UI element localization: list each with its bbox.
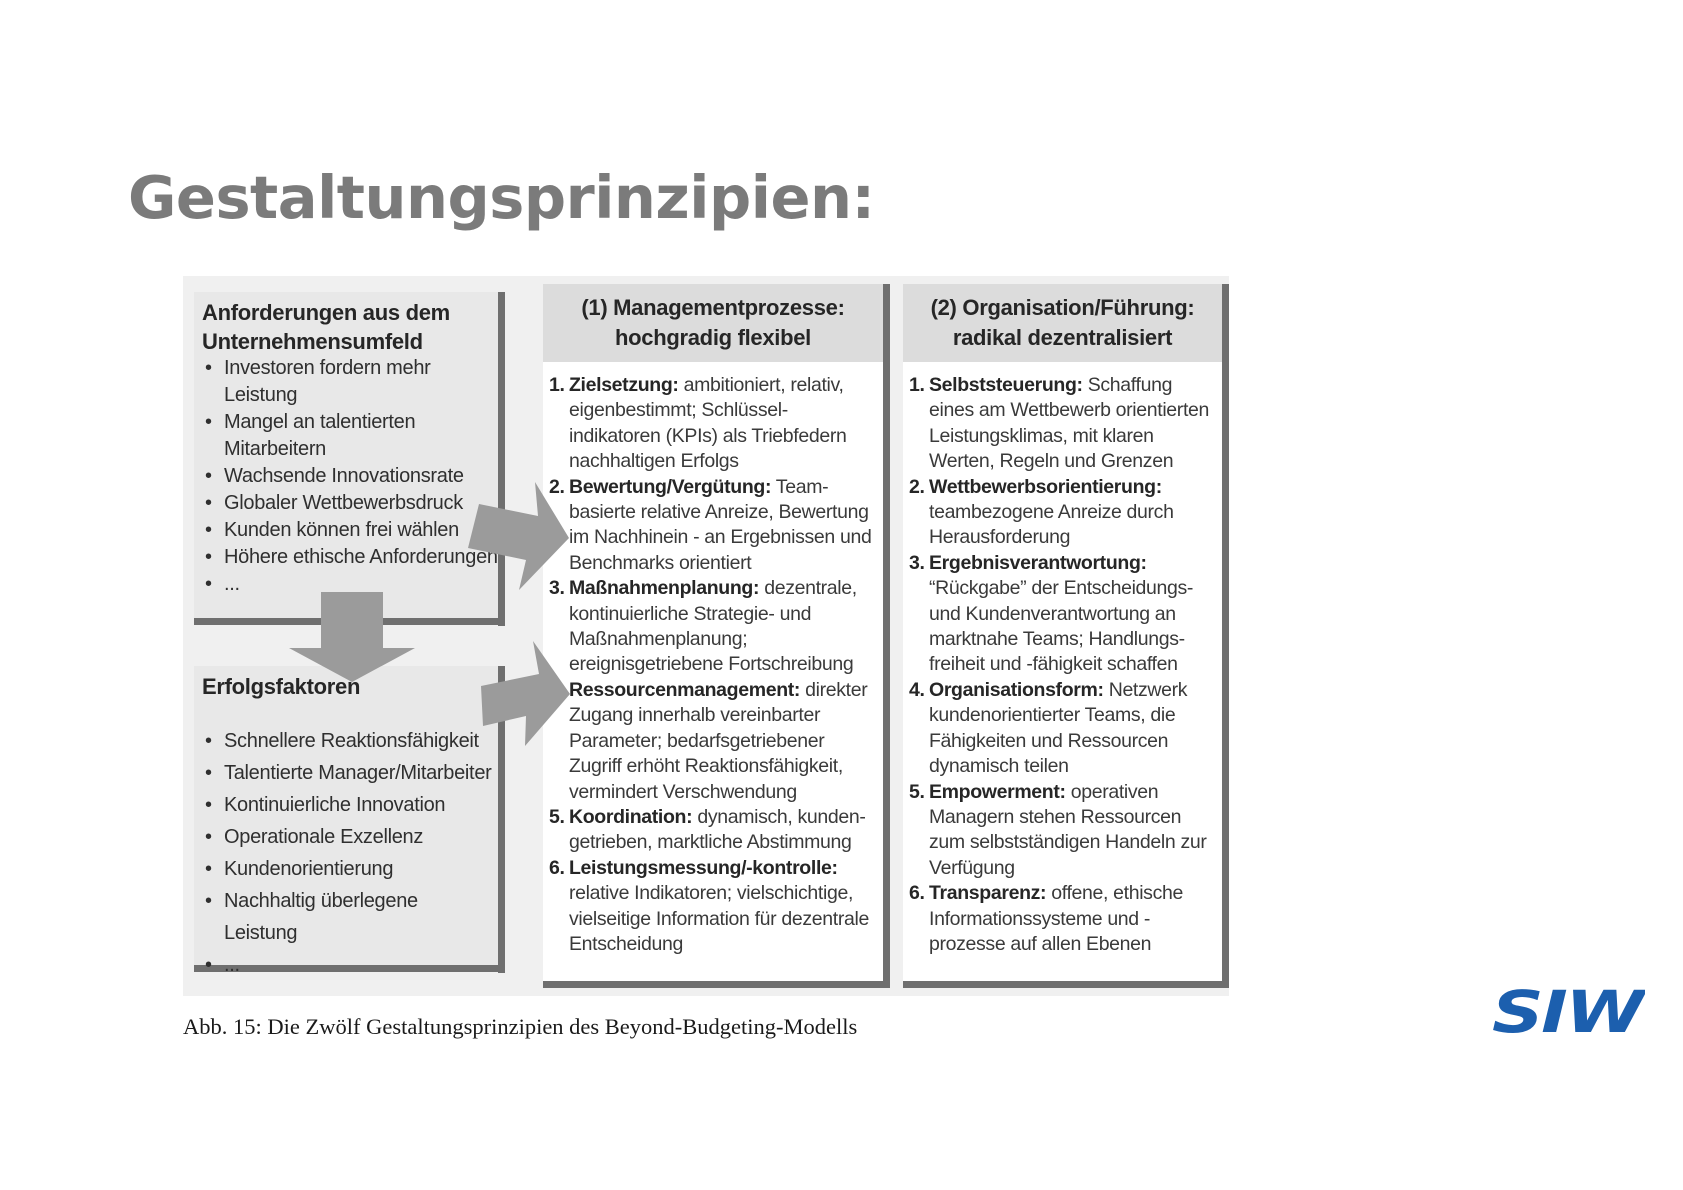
success-factors-box: Erfolgsfaktoren Schnellere Reaktionsfähi… [194,666,498,981]
item-keyword: Maßnahmenplanung: [569,577,760,600]
item-number: 1. [909,374,925,396]
item-text: “Rückgabe” der Entscheidungs- und Kunden… [929,577,1194,676]
box-shadow [883,284,890,988]
item-text: ambitioniert, relativ, eigenbestimmt; Sc… [569,374,847,473]
list-item: Nachhaltig überlegene Leistung [202,885,488,949]
item-number: 3. [549,577,565,600]
requirements-heading: Anforderungen aus dem Unternehmensumfeld [202,300,450,354]
beyond-budgeting-figure: Anforderungen aus dem Unternehmensumfeld… [183,276,1229,996]
item-keyword: Empowerment: [929,780,1066,803]
box-shadow [543,981,890,988]
success-factors-list: Schnellere Reaktionsfähigkeit Talentiert… [202,725,492,981]
organisation-box: (2) Organisation/Führung: radikal dezent… [903,284,1222,981]
requirements-list: Investoren fordern mehr Leistung Mangel … [202,355,498,598]
item-number: 3. [909,551,925,574]
list-item: Investoren fordern mehr Leistung [202,355,454,409]
item-number: 1. [549,374,565,396]
item-number: 4. [549,678,565,701]
requirements-box: Anforderungen aus dem Unternehmensumfeld… [194,292,498,618]
item-text: operativen Managern stehen Ressourcen zu… [929,780,1207,879]
item-text: dezentrale, kontinuierliche Strategie- u… [569,577,857,676]
heading-line: radikal dezentralisiert [952,325,1173,350]
item-keyword: Leistungsmessung/-kontrolle: [569,856,838,879]
item-keyword: Ressourcenmanagement: [569,678,801,701]
slide-title: Gestaltungsprinzipien: [128,163,875,232]
list-item: 2.Bewertung/Vergütung: Team-basierte rel… [549,475,875,577]
list-item: ... [202,949,488,981]
item-text: Team-basierte relative Anreize, Bewertun… [569,475,872,574]
list-item: 3.Maßnahmenplanung: dezentrale, kontinui… [549,576,875,678]
list-item: 5.Empowerment: operativen Managern stehe… [909,780,1218,882]
item-text: offene, ethische Informationssysteme und… [929,882,1183,955]
list-item: 5.Koordination: dynamisch, kunden-getrie… [549,805,875,856]
heading-line: (1) Managementprozesse: [581,295,845,320]
list-item: Kundenorientierung [202,853,488,885]
item-number: 4. [909,678,925,701]
list-item: 1.Zielsetzung: ambitioniert, relativ, ei… [549,373,875,475]
item-keyword: Bewertung/Vergütung: [569,475,772,498]
item-number: 5. [549,805,565,828]
list-item: 4.Organisationsform: Netzwerk kundenorie… [909,678,1218,780]
item-keyword: Koordination: [569,805,693,828]
list-item: Schnellere Reaktionsfähigkeit [202,725,488,757]
item-keyword: Organisationsform: [929,678,1104,701]
box-shadow [194,618,505,625]
box-shadow [1222,284,1229,988]
item-number: 2. [909,475,925,498]
success-factors-heading: Erfolgsfaktoren [202,674,361,699]
item-keyword: Zielsetzung: [569,374,679,396]
heading-line: (2) Organisation/Führung: [930,295,1195,320]
heading-line: hochgradig flexibel [615,325,811,350]
organisation-heading: (2) Organisation/Führung: radikal dezent… [903,284,1222,362]
item-text: Netzwerk kundenorientierter Teams, die F… [929,678,1188,778]
box-shadow [498,666,505,973]
list-item: Mangel an talentierten Mitarbeitern [202,409,454,463]
list-item: 3.Ergebnisverantwortung: “Rückgabe” der … [909,551,1218,678]
list-item: Kontinuierliche Innovation [202,789,488,821]
figure-caption: Abb. 15: Die Zwölf Gestaltungsprinzipien… [183,1014,858,1039]
item-text: direkter Zugang innerhalb vereinbarter P… [569,678,868,803]
item-text: teambezogene Anreize durch Herausforderu… [929,501,1174,549]
management-processes-list: 1.Zielsetzung: ambitioniert, relativ, ei… [543,362,883,957]
list-item: Globaler Wettbewerbsdruck [202,490,488,517]
list-item: Wachsende Innovationsrate [202,463,488,490]
organisation-list: 1.Selbststeuerung: Schaffung eines am We… [903,362,1222,957]
management-processes-heading: (1) Managementprozesse: hochgradig flexi… [543,284,883,362]
box-shadow [903,981,1229,988]
box-shadow [498,292,505,626]
item-text: Schaffung eines am Wettbewerb orientiert… [929,374,1210,473]
item-text: dynamisch, kunden-getrieben, marktliche … [569,805,866,854]
item-number: 6. [549,856,565,879]
siw-logo: SIW [1492,982,1645,1042]
list-item: Kunden können frei wählen [202,517,488,544]
list-item: Talentierte Manager/Mitarbeiter [202,757,492,789]
item-keyword: Transparenz: [929,882,1047,905]
list-item: 1.Selbststeuerung: Schaffung eines am We… [909,373,1218,475]
list-item: 2.Wettbewerbsorientierung: teambezogene … [909,475,1218,551]
list-item: 6.Leistungsmessung/-kontrolle: relative … [549,856,875,958]
item-number: 6. [909,882,925,905]
item-text: relative Indikatoren; vielschichtige, vi… [569,882,869,955]
list-item: ... [202,571,488,598]
logo-text: SIW [1492,982,1645,1042]
management-processes-box: (1) Managementprozesse: hochgradig flexi… [543,284,883,981]
list-item: 4.Ressourcenmanagement: direkter Zugang … [549,678,875,805]
item-keyword: Ergebnisverantwortung: [929,551,1147,574]
item-number: 2. [549,475,565,498]
list-item: 6.Transparenz: offene, ethische Informat… [909,881,1218,957]
list-item: Operationale Exzellenz [202,821,488,853]
item-number: 5. [909,780,925,803]
list-item: Höhere ethische Anforderungen [202,544,498,571]
item-keyword: Selbststeuerung: [929,374,1083,396]
item-keyword: Wettbewerbsorientierung: [929,475,1162,498]
